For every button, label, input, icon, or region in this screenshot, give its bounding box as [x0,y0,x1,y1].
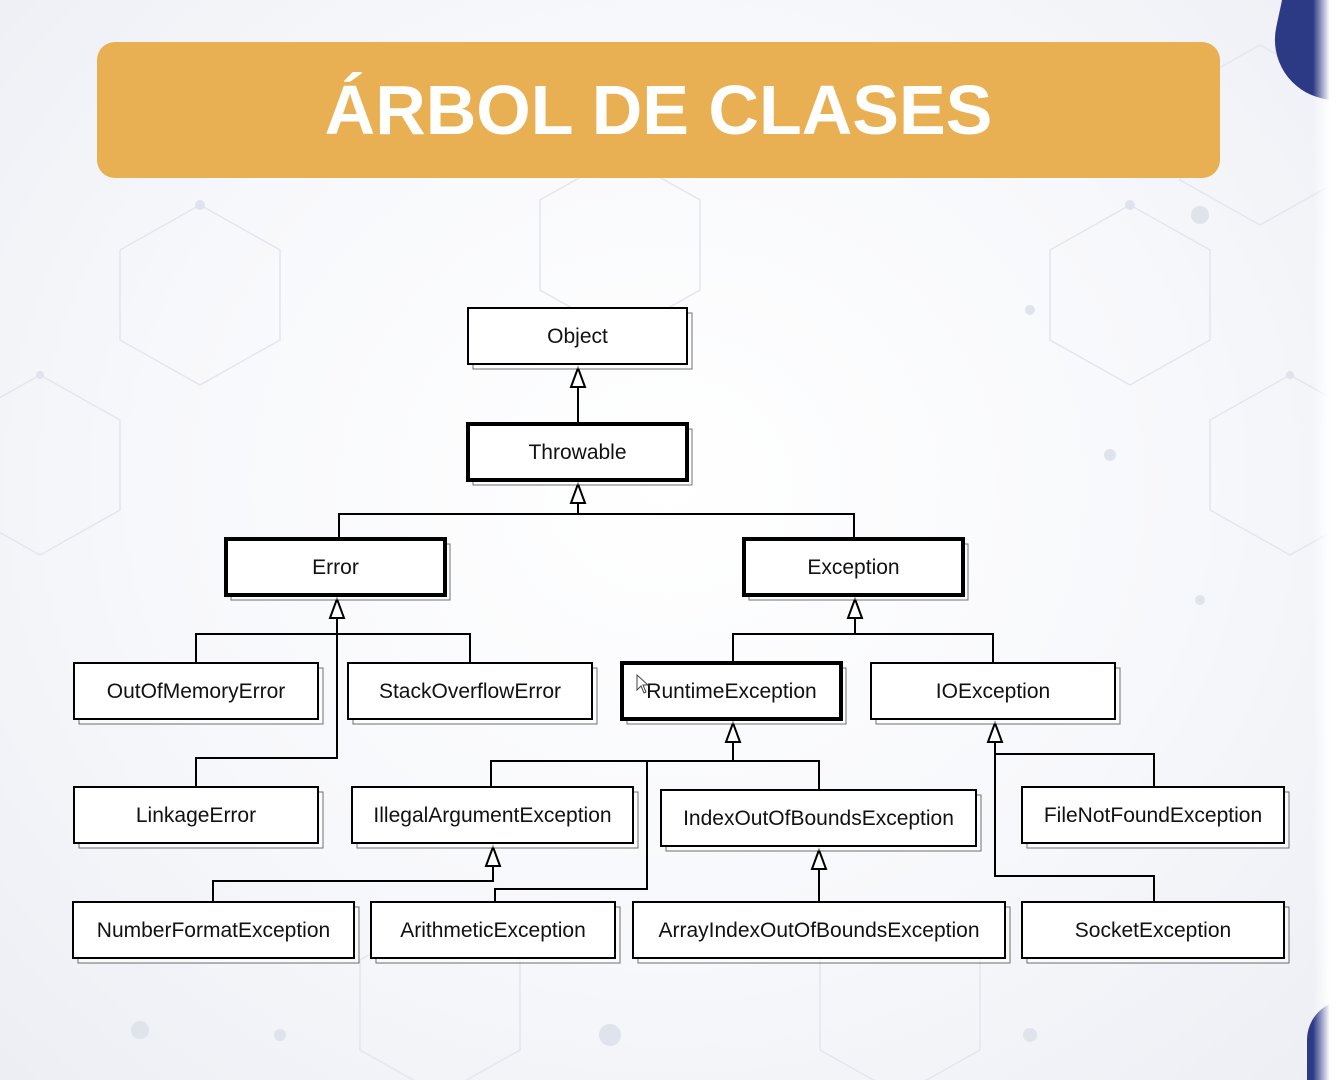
class-node-label: IndexOutOfBoundsException [683,807,954,830]
class-node-box [224,537,447,597]
class-node-throwable: Throwable [466,422,693,486]
class-node-box [870,662,1116,720]
class-node-box [742,537,965,597]
class-node-label: ArrayIndexOutOfBoundsException [658,919,979,942]
class-node-box [351,786,634,844]
inheritance-arrowhead [810,847,828,870]
slide-title: ÁRBOL DE CLASES [324,71,993,149]
connector-line [490,760,820,790]
class-node-socket-exception: SocketException [1021,901,1290,964]
connector-line [195,633,471,663]
class-node-label: IOException [936,680,1050,703]
inheritance-arrowhead [328,596,346,619]
class-node-io-exception: IOException [870,662,1121,725]
class-node-label: Exception [807,556,899,579]
class-node-array-index-out-of-bounds-exception: ArrayIndexOutOfBoundsException [632,901,1011,964]
connector-line [494,761,648,902]
class-node-box [620,661,843,721]
class-node-box [467,307,688,365]
class-node-box [660,789,977,847]
class-node-error: Error [224,537,451,601]
class-node-label: ArithmeticException [400,919,586,942]
class-node-file-not-found-exception: FileNotFoundException [1021,786,1290,849]
class-node-label: LinkageError [136,804,256,827]
class-node-box [632,901,1006,959]
class-node-box [466,422,689,482]
class-node-illegal-argument-exception: IllegalArgumentException [351,786,639,849]
class-node-label: IllegalArgumentException [373,804,611,827]
inheritance-arrowhead [724,720,742,743]
inheritance-arrowhead [846,596,864,619]
class-node-box [73,786,319,844]
inheritance-arrowhead [484,844,502,867]
connector-line [732,633,994,663]
class-node-out-of-memory-error: OutOfMemoryError [73,662,324,725]
class-node-label: RuntimeException [646,680,816,703]
class-node-arithmetic-exception: ArithmeticException [370,901,621,964]
class-node-object: Object [467,307,693,370]
title-banner: ÁRBOL DE CLASES [97,42,1220,178]
inheritance-arrowhead [569,481,587,504]
class-node-box [1021,901,1285,959]
class-node-box [72,901,355,959]
inheritance-arrowhead [986,720,1004,743]
class-node-runtime-exception: RuntimeException [620,661,847,725]
connector-line [212,867,494,902]
connector-line [994,743,1155,787]
class-node-box [1021,786,1285,844]
class-node-index-out-of-bounds-exception: IndexOutOfBoundsException [660,789,982,852]
connector-line [195,634,338,787]
class-node-label: OutOfMemoryError [107,680,286,703]
mouse-pointer-icon [636,674,650,694]
class-node-number-format-exception: NumberFormatException [72,901,360,964]
diagram-connectors [195,365,1155,902]
class-node-exception: Exception [742,537,969,601]
class-node-box [370,901,616,959]
class-node-linkage-error: LinkageError [73,786,324,849]
class-node-label: StackOverflowError [379,680,561,703]
class-node-stack-overflow-error: StackOverflowError [347,662,598,725]
class-node-label: Throwable [528,441,626,464]
class-node-box [73,662,319,720]
class-node-box [347,662,593,720]
class-node-label: Object [547,325,608,348]
class-node-label: SocketException [1075,919,1231,942]
right-edge-fade [1313,0,1337,1080]
connector-line [338,513,855,539]
connector-line [994,754,1155,902]
class-node-label: Error [312,556,359,579]
inheritance-arrowhead [569,365,587,388]
class-node-label: NumberFormatException [97,919,330,942]
class-node-label: FileNotFoundException [1044,804,1262,827]
